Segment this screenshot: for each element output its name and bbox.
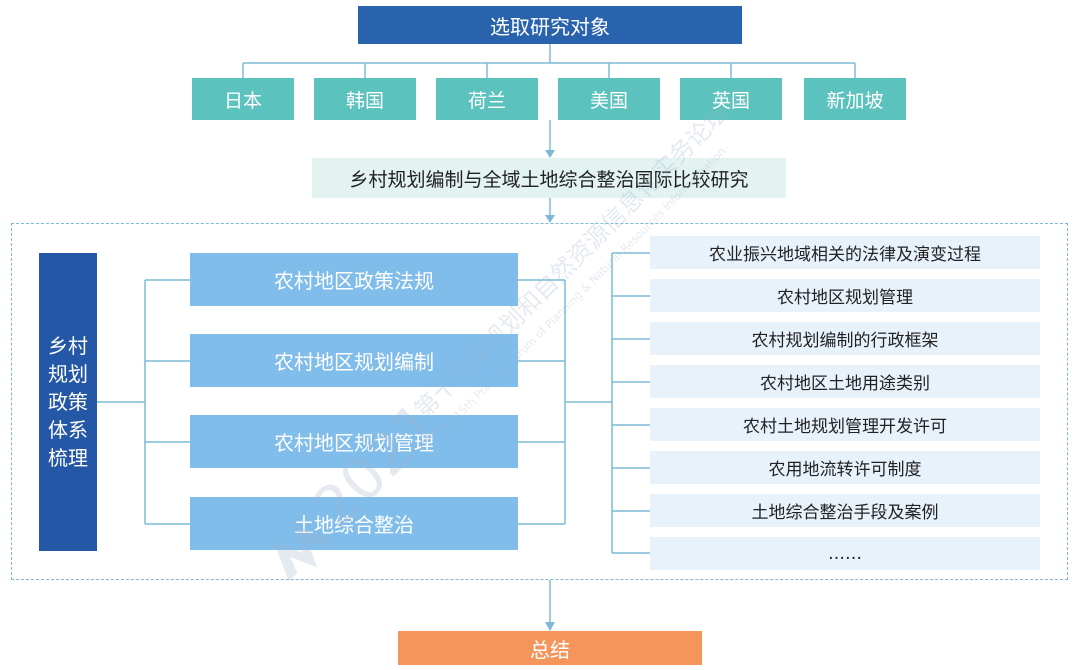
summary-box: 总结 bbox=[398, 631, 702, 665]
right-item-ellipsis: …… bbox=[650, 537, 1040, 570]
country-box-korea: 韩国 bbox=[314, 78, 416, 120]
policy-system-box: 乡村 规划 政策 体系 梳理 bbox=[39, 253, 97, 551]
middle-item-land-consolidation: 土地综合整治 bbox=[190, 497, 518, 550]
right-item: 农村地区土地用途类别 bbox=[650, 365, 1040, 398]
comparative-study-box: 乡村规划编制与全域土地综合整治国际比较研究 bbox=[312, 158, 786, 198]
right-item: 土地综合整治手段及案例 bbox=[650, 494, 1040, 527]
policy-system-frame bbox=[11, 223, 1068, 580]
country-box-netherlands: 荷兰 bbox=[436, 78, 538, 120]
middle-item-planning-compilation: 农村地区规划编制 bbox=[190, 334, 518, 387]
country-box-usa: 美国 bbox=[558, 78, 660, 120]
country-box-singapore: 新加坡 bbox=[804, 78, 906, 120]
policy-label-line: 乡村 bbox=[48, 334, 88, 358]
country-box-japan: 日本 bbox=[192, 78, 294, 120]
right-item: 农业振兴地域相关的法律及演变过程 bbox=[650, 236, 1040, 269]
policy-label-line: 梳理 bbox=[48, 446, 88, 470]
middle-item-planning-management: 农村地区规划管理 bbox=[190, 415, 518, 468]
policy-label-line: 规划 bbox=[48, 362, 88, 386]
right-item: 农村土地规划管理开发许可 bbox=[650, 408, 1040, 441]
right-item: 农用地流转许可制度 bbox=[650, 451, 1040, 484]
middle-item-policy-regulations: 农村地区政策法规 bbox=[190, 253, 518, 306]
policy-label-line: 体系 bbox=[48, 418, 88, 442]
right-item: 农村规划编制的行政框架 bbox=[650, 322, 1040, 355]
right-item: 农村地区规划管理 bbox=[650, 279, 1040, 312]
policy-label-line: 政策 bbox=[48, 390, 88, 414]
select-research-subject-box: 选取研究对象 bbox=[358, 6, 742, 44]
country-box-uk: 英国 bbox=[680, 78, 782, 120]
